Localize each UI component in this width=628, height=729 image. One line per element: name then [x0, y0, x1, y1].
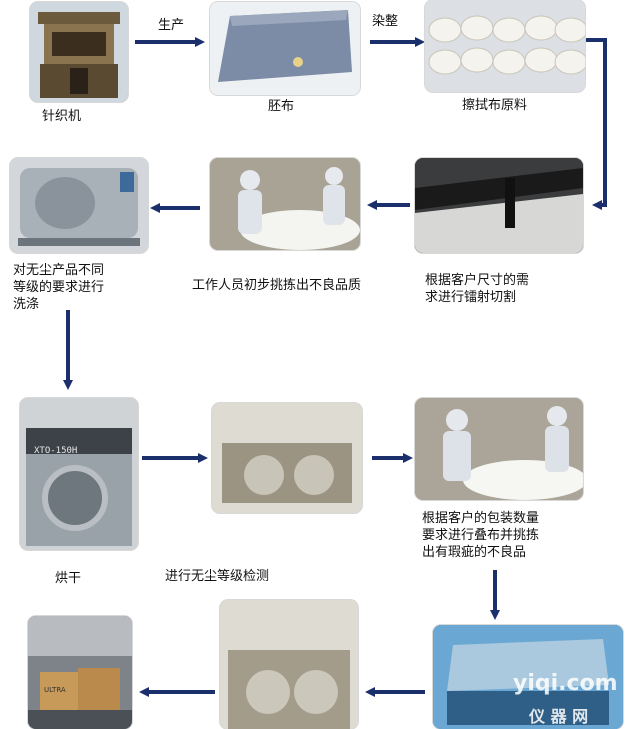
fabric-roll-icon — [210, 2, 360, 95]
caption-greige: 胚布 — [268, 99, 295, 114]
photo-vacuum-pack: yiqi.com 仪 器 网 — [433, 625, 623, 729]
photo-inspect-workers — [210, 158, 360, 250]
knitting-machine-icon — [30, 2, 128, 102]
caption-pack: 根据客户的包装数量 要求进行叠布并挑拣 出有瑕疵的不良品 — [422, 511, 540, 560]
photo-dryer: XTO-150H — [20, 398, 138, 550]
photo-packing — [415, 398, 583, 500]
caption-dry: 烘干 — [55, 571, 82, 586]
watermark-latin: yiqi.com — [513, 671, 618, 696]
photo-wash-machine — [10, 158, 148, 253]
laser-cutter-icon — [415, 158, 583, 253]
photo-knitting-machine — [30, 2, 128, 102]
boxes-icon — [28, 616, 132, 729]
inspection-machine-2-icon — [220, 600, 358, 729]
machine-label: XTO-150H — [34, 446, 78, 456]
photo-dust-check — [212, 403, 362, 513]
photo-dust-check-2 — [220, 600, 358, 729]
inspection-machine-icon — [212, 403, 362, 513]
caption-dust-check: 进行无尘等级检测 — [165, 569, 270, 584]
photo-raw-material — [425, 0, 585, 92]
caption-inspect: 工作人员初步挑拣出不良品质 — [192, 278, 362, 293]
photo-greige-roll — [210, 2, 360, 95]
caption-wash: 对无尘产品不同 等级的要求进行 洗涤 — [13, 263, 105, 312]
washer-icon — [10, 158, 148, 253]
photo-laser-cut — [415, 158, 583, 253]
arrow-label-dye: 染整 — [372, 14, 399, 29]
fabric-bolts-icon — [425, 0, 585, 92]
arrow-raw-to-laser — [585, 38, 607, 210]
photo-shipping-boxes: ULTRA — [28, 616, 132, 729]
dryer-icon — [20, 398, 138, 550]
box-label: ULTRA — [44, 686, 66, 694]
caption-raw: 擦拭布原料 — [462, 98, 528, 113]
arrow-label-produce: 生产 — [158, 18, 185, 33]
caption-laser: 根据客户尺寸的需 求进行镭射切割 — [425, 273, 530, 305]
workers-icon — [210, 158, 360, 250]
packing-workers-icon — [415, 398, 583, 500]
watermark-cn: 仪 器 网 — [529, 707, 589, 726]
vacuum-sealer-icon — [433, 625, 623, 729]
caption-knitting: 针织机 — [42, 109, 82, 124]
